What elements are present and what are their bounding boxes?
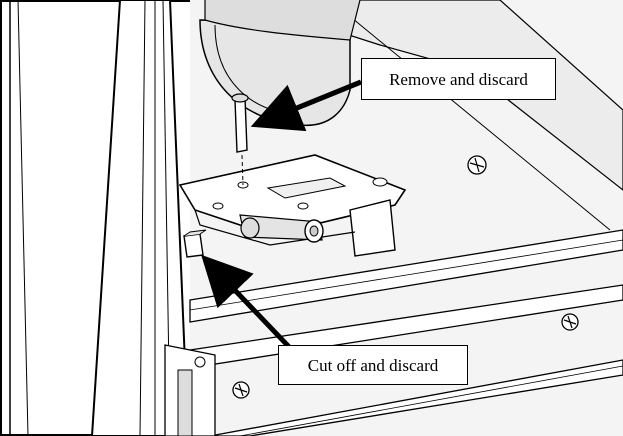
hinge-plate-slot [266,177,347,199]
upper-duct [239,0,623,191]
hinge-hole-3 [297,202,309,210]
cut-tab-face [183,229,207,237]
rail-bottom-line [239,365,623,436]
screw-upper-right [467,155,487,175]
hinge-bolt-center [309,225,319,237]
hinge-bushing [240,217,260,239]
rail-bottom [209,359,623,436]
upper-duct-edge [329,0,611,231]
screw-middle-right [561,313,579,331]
hinge-bend [349,199,396,257]
rail-upper-line [189,239,623,311]
hinge-pin [234,97,248,153]
frame-screw [194,356,206,368]
lower-frame-slot [177,369,193,436]
fan-housing-top [204,0,361,41]
door-edge-outer [90,0,190,436]
door-edge-line-1 [139,0,146,436]
cut-tab [183,233,204,258]
pin-drop-line [241,154,244,186]
screw-lower-left [232,381,250,399]
hinge-hole-2 [212,202,224,210]
cut-arrow [201,254,294,352]
rail-upper [189,229,623,323]
door-inner-edge-2 [17,0,29,436]
remove-and-discard-label: Remove and discard [361,58,556,100]
remove-arrow [250,79,362,132]
cut-off-and-discard-label: Cut off and discard [278,345,468,385]
hinge-hole-4 [372,177,388,187]
hinge-pin-head [231,93,249,103]
